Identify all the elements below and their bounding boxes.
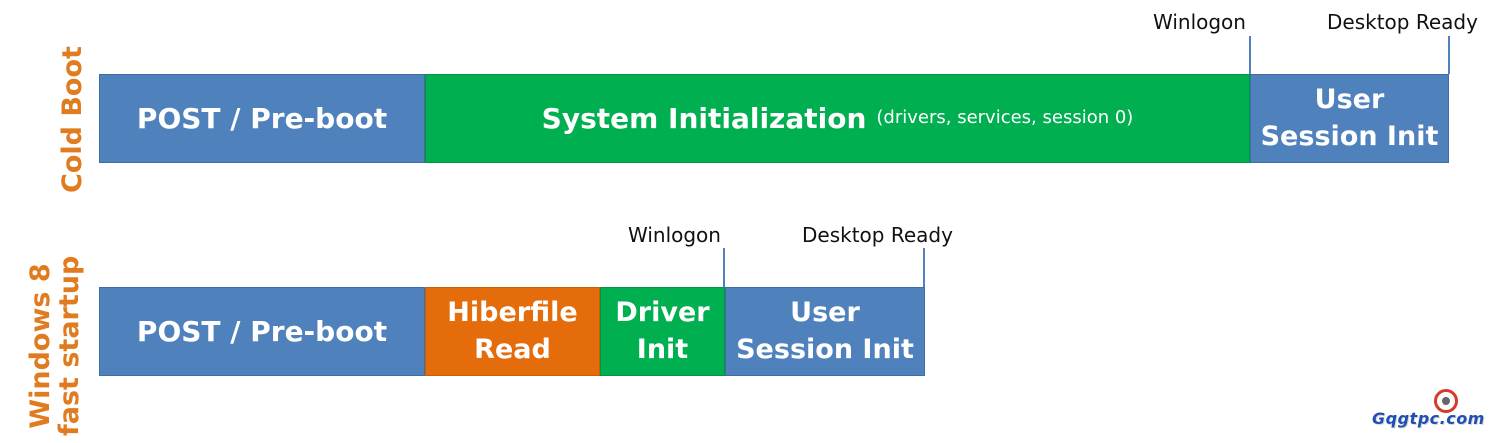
fast-startup-driver-line1: Driver <box>615 297 710 329</box>
fast-startup-winlogon-label: Winlogon <box>628 223 721 247</box>
fast-startup-post-segment: POST / Pre-boot <box>99 287 425 376</box>
fast-startup-winlogon-marker <box>723 248 725 287</box>
fast-startup-hiberfile-segment: Hiberfile Read <box>425 287 600 376</box>
fast-startup-driver-line2: Init <box>636 333 689 365</box>
cold-boot-post-segment: POST / Pre-boot <box>99 74 425 163</box>
cold-boot-system-init-note: (drivers, services, session 0) <box>876 107 1134 129</box>
cold-boot-system-init-segment: System Initialization (drivers, services… <box>425 74 1250 163</box>
cold-boot-row-label: Cold Boot <box>57 46 88 193</box>
cold-boot-user-session-line1: User <box>1314 84 1385 116</box>
fast-startup-post-label: POST / Pre-boot <box>136 314 388 348</box>
watermark-text: Gqgtpc.com <box>1372 409 1485 428</box>
cold-boot-desktop-ready-marker <box>1448 36 1450 74</box>
watermark-logo-icon <box>1434 389 1458 413</box>
cold-boot-winlogon-marker <box>1249 36 1251 74</box>
cold-boot-user-session-segment: User Session Init <box>1250 74 1449 163</box>
cold-boot-system-init-label: System Initialization <box>541 101 867 135</box>
watermark-logo: Gqgtpc.com <box>1370 389 1484 435</box>
fast-startup-driver-segment: Driver Init <box>600 287 725 376</box>
fast-startup-desktop-ready-label: Desktop Ready <box>802 223 953 247</box>
cold-boot-post-label: POST / Pre-boot <box>136 101 388 135</box>
cold-boot-label-text: Cold Boot <box>57 46 88 193</box>
fast-startup-user-session-segment: User Session Init <box>725 287 925 376</box>
fast-startup-hiberfile-line1: Hiberfile <box>447 297 578 329</box>
fast-startup-desktop-ready-marker <box>923 248 925 287</box>
fast-startup-label-line2: fast startup <box>54 255 86 436</box>
fast-startup-label-line1: Windows 8 <box>25 263 56 429</box>
cold-boot-winlogon-label: Winlogon <box>1153 10 1246 34</box>
fast-startup-row-label: Windows 8 fast startup <box>25 255 88 436</box>
fast-startup-user-session-line1: User <box>790 297 860 329</box>
cold-boot-desktop-ready-label: Desktop Ready <box>1327 10 1478 34</box>
fast-startup-hiberfile-line2: Read <box>474 333 551 365</box>
cold-boot-user-session-line2: Session Init <box>1260 120 1439 152</box>
fast-startup-user-session-line2: Session Init <box>736 333 914 365</box>
